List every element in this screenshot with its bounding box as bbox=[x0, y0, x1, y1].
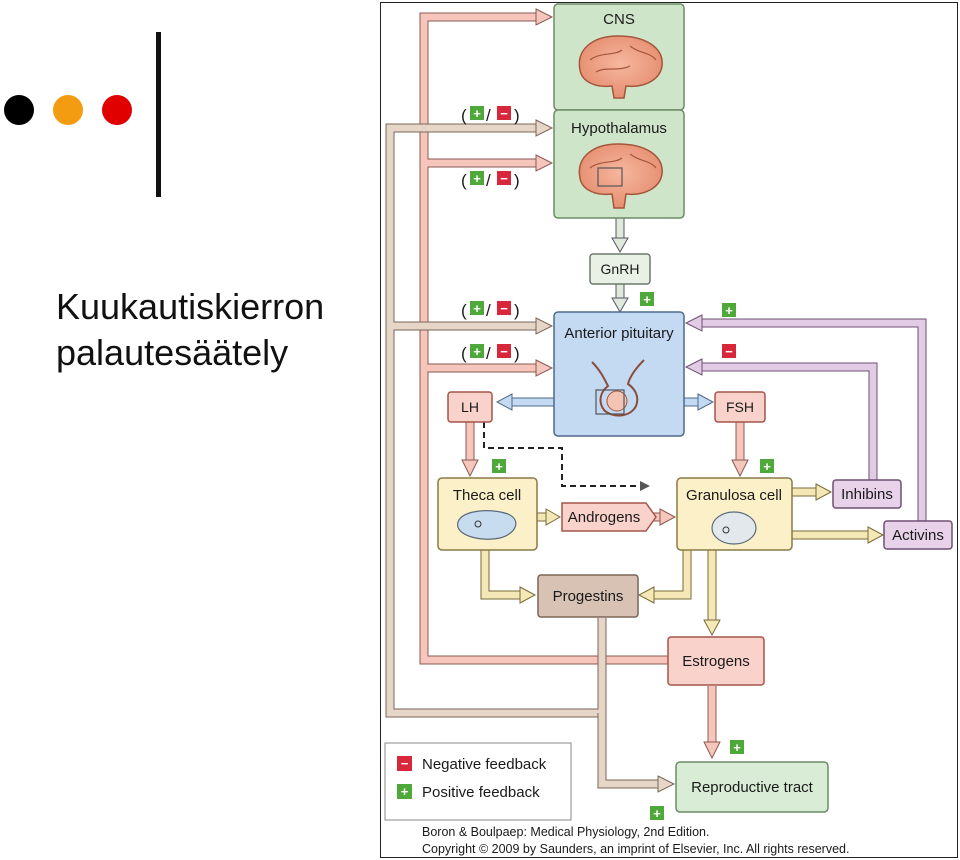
credit-line2: Copyright © 2009 by Saunders, an imprint… bbox=[422, 842, 849, 856]
anterior-pituitary-label: Anterior pituitary bbox=[564, 325, 674, 342]
cns-box: CNS bbox=[553, 3, 685, 111]
reproductive-tract-label: Reproductive tract bbox=[691, 779, 814, 796]
plus-icon: + bbox=[495, 459, 503, 474]
minus-icon: − bbox=[500, 301, 508, 316]
theca-cell-label: Theca cell bbox=[453, 487, 521, 504]
pituitary-gland-icon bbox=[591, 359, 645, 417]
estrogens-label: Estrogens bbox=[682, 653, 750, 670]
credit-line1: Boron & Boulpaep: Medical Physiology, 2n… bbox=[422, 825, 709, 839]
lh-dashed-arrow bbox=[483, 422, 650, 491]
minus-icon: − bbox=[500, 106, 508, 121]
progestins-box: Progestins bbox=[537, 574, 639, 618]
theca-cell-box: Theca cell bbox=[437, 477, 538, 551]
plus-marker-fsh: + bbox=[760, 459, 774, 474]
activins-label: Activins bbox=[892, 527, 944, 544]
hypothalamus-label: Hypothalamus bbox=[571, 120, 667, 137]
plus-icon: + bbox=[763, 459, 771, 474]
fsh-box: FSH bbox=[714, 391, 766, 423]
fsh-label: FSH bbox=[726, 399, 754, 415]
svg-text:/: / bbox=[486, 171, 491, 190]
svg-text:): ) bbox=[514, 301, 520, 320]
minus-icon: − bbox=[401, 756, 409, 771]
minus-icon: − bbox=[725, 344, 733, 359]
inhibins-box: Inhibins bbox=[832, 479, 902, 509]
slide-title-line2: palautesäätely bbox=[56, 332, 289, 373]
red-dot bbox=[102, 95, 132, 125]
slide-title: Kuukautiskierron palautesäätely bbox=[56, 284, 356, 376]
plus-marker-estrogens-tract: + bbox=[730, 740, 744, 755]
svg-text:(: ( bbox=[461, 344, 467, 363]
slide-title-line1: Kuukautiskierron bbox=[56, 286, 325, 327]
black-dot bbox=[4, 95, 34, 125]
arrowhead-hypothalamus-upper bbox=[535, 119, 554, 137]
svg-text:(: ( bbox=[461, 171, 467, 190]
legend-negative-swatch bbox=[397, 756, 412, 771]
arrowhead-pituitary-lower bbox=[535, 359, 554, 377]
granulosa-cell-icon bbox=[711, 511, 757, 545]
plus-icon: + bbox=[473, 344, 481, 359]
minus-icon: − bbox=[500, 344, 508, 359]
svg-text:): ) bbox=[514, 106, 520, 125]
svg-text:(: ( bbox=[461, 301, 467, 320]
anterior-pituitary-box: Anterior pituitary bbox=[553, 311, 685, 437]
svg-text:(: ( bbox=[461, 106, 467, 125]
plus-icon: + bbox=[473, 106, 481, 121]
estrogens-box: Estrogens bbox=[667, 636, 765, 686]
feedback-marker-1: ( + / − ) bbox=[461, 106, 520, 125]
androgens-label: Androgens bbox=[568, 509, 641, 526]
svg-text:/: / bbox=[486, 301, 491, 320]
hypothalamus-box: Hypothalamus bbox=[553, 109, 685, 219]
gnrh-label: GnRH bbox=[601, 261, 640, 277]
plus-marker-gnrh: + bbox=[640, 292, 654, 307]
theca-cell-icon bbox=[457, 510, 517, 540]
plus-marker-activins: + bbox=[722, 303, 736, 318]
arrowhead-cns bbox=[535, 8, 554, 26]
plus-icon: + bbox=[401, 784, 409, 799]
androgens-box: Androgens bbox=[561, 502, 657, 532]
slide-dots bbox=[0, 95, 140, 135]
arrowhead-pituitary-upper bbox=[535, 317, 554, 335]
cns-label: CNS bbox=[603, 11, 635, 28]
minus-marker-inhibins: − bbox=[722, 344, 736, 359]
svg-text:): ) bbox=[514, 171, 520, 190]
activins-box: Activins bbox=[883, 520, 953, 550]
feedback-marker-4: ( + / − ) bbox=[461, 344, 520, 363]
legend-positive-swatch bbox=[397, 784, 412, 799]
plus-icon: + bbox=[643, 292, 651, 307]
legend: − Negative feedback + Positive feedback bbox=[384, 742, 572, 821]
plus-marker-lh: + bbox=[492, 459, 506, 474]
legend-negative-label: Negative feedback bbox=[422, 756, 547, 773]
svg-text:/: / bbox=[486, 106, 491, 125]
gnrh-box: GnRH bbox=[589, 253, 651, 285]
minus-icon: − bbox=[500, 171, 508, 186]
slide-divider-bar bbox=[156, 32, 161, 197]
plus-icon: + bbox=[653, 806, 661, 821]
feedback-marker-2: ( + / − ) bbox=[461, 171, 520, 190]
feedback-marker-3: ( + / − ) bbox=[461, 301, 520, 320]
lh-label: LH bbox=[461, 399, 479, 415]
progestins-label: Progestins bbox=[553, 588, 624, 605]
legend-positive-label: Positive feedback bbox=[422, 784, 540, 801]
plus-icon: + bbox=[733, 740, 741, 755]
orange-dot bbox=[53, 95, 83, 125]
plus-icon: + bbox=[473, 301, 481, 316]
granulosa-cell-label: Granulosa cell bbox=[686, 487, 782, 504]
svg-text:/: / bbox=[486, 344, 491, 363]
brain-icon bbox=[578, 143, 663, 209]
plus-icon: + bbox=[725, 303, 733, 318]
granulosa-cell-box: Granulosa cell bbox=[676, 477, 793, 551]
reproductive-tract-box: Reproductive tract bbox=[675, 761, 829, 813]
arrowhead-hypothalamus-lower bbox=[535, 154, 554, 172]
brain-icon bbox=[578, 35, 663, 99]
plus-icon: + bbox=[473, 171, 481, 186]
inhibins-label: Inhibins bbox=[841, 486, 893, 503]
lh-box: LH bbox=[447, 391, 493, 423]
plus-marker-progestins-tract: + bbox=[650, 806, 664, 821]
svg-text:): ) bbox=[514, 344, 520, 363]
